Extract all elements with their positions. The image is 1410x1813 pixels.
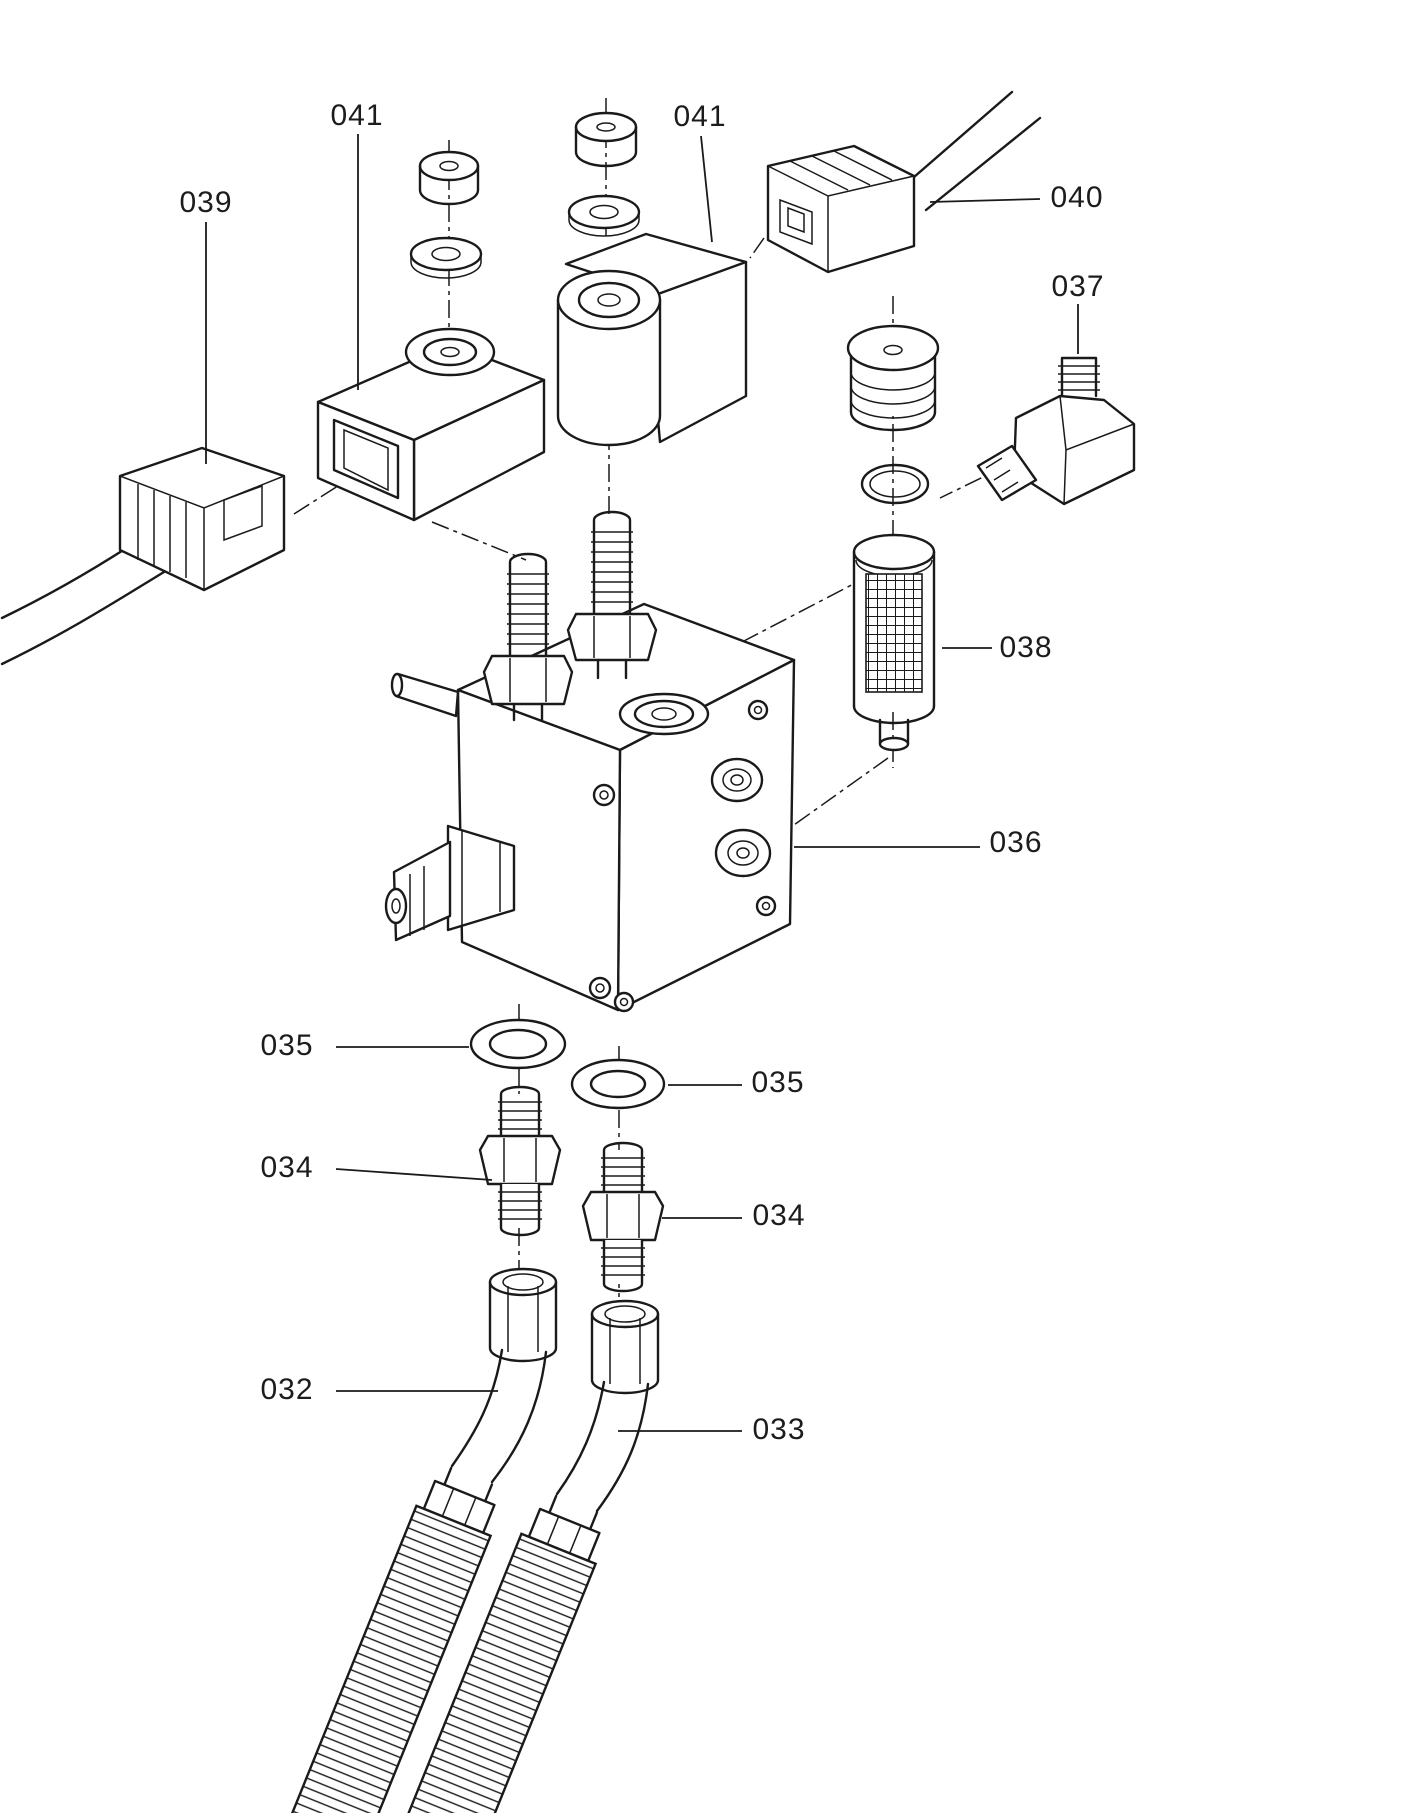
coil-body — [316, 327, 546, 522]
part-label-034-left: 034 — [260, 1151, 314, 1184]
side-stub — [390, 672, 460, 718]
part-label-035-left: 035 — [260, 1029, 314, 1062]
part-label-035-right: 035 — [751, 1066, 805, 1099]
left-nozzle-fitting — [384, 824, 516, 942]
connector-plug-040 — [766, 144, 916, 274]
washer-icon — [567, 194, 641, 237]
washer-035-left — [469, 1018, 567, 1070]
part-label-041-center: 041 — [673, 100, 727, 133]
part-label-032: 032 — [260, 1373, 314, 1406]
hose-nut — [488, 1267, 558, 1363]
part-label-033: 033 — [752, 1413, 806, 1446]
cap-nut-icon — [418, 150, 480, 206]
side-ports — [710, 757, 772, 878]
part-label-038: 038 — [999, 631, 1053, 664]
cable-040 — [904, 90, 1042, 212]
washer-icon — [409, 236, 483, 279]
fitting-034-right — [581, 1141, 665, 1293]
washer-035-right — [570, 1058, 666, 1110]
connector-plug-039 — [118, 446, 286, 592]
part-label-040: 040 — [1050, 181, 1104, 214]
coil-body — [556, 232, 748, 447]
leader-lines — [205, 134, 1079, 1432]
hose-032 — [272, 1267, 558, 1813]
solenoid-coil-center-041 — [556, 111, 748, 447]
o-ring — [860, 463, 930, 505]
threaded-stem-right — [566, 510, 658, 680]
solenoid-coil-left-041 — [316, 150, 546, 522]
top-port — [618, 692, 710, 736]
part-label-039: 039 — [179, 186, 233, 219]
part-label-034-right: 034 — [752, 1199, 806, 1232]
cap-nut-icon — [574, 111, 638, 168]
screw-plug — [846, 324, 940, 432]
part-label-037: 037 — [1051, 270, 1105, 303]
fitting-034-left — [478, 1085, 562, 1237]
hose-033 — [377, 1299, 660, 1813]
elbow-fitting-037 — [976, 356, 1136, 506]
threaded-stem-left — [482, 552, 574, 722]
part-label-041-left: 041 — [330, 99, 384, 132]
part-label-036: 036 — [989, 826, 1043, 859]
bolt-heads — [588, 699, 777, 1013]
valve-body-036 — [384, 510, 796, 1013]
hose-nut — [590, 1299, 660, 1395]
filter-screen-038 — [852, 533, 936, 752]
